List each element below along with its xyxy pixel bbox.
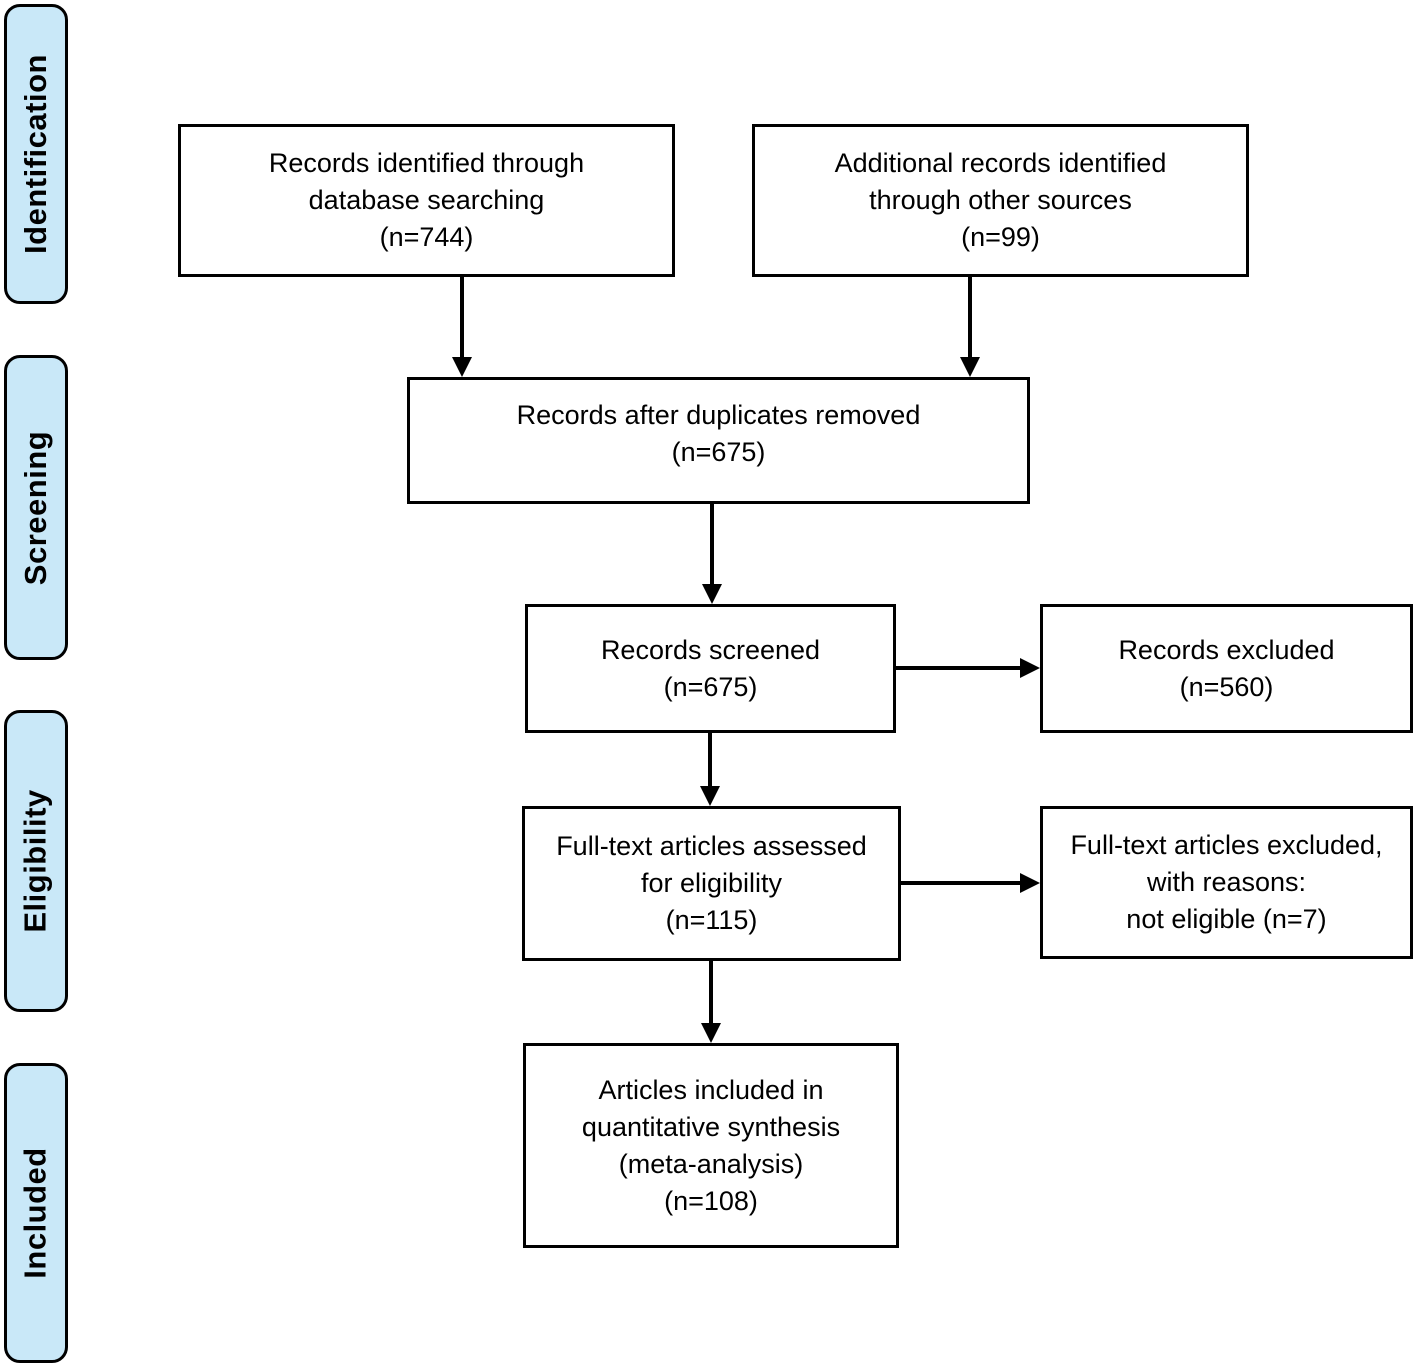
arrow-screened-to-excluded-head-icon: [1020, 658, 1040, 678]
arrow-screened-to-fulltext-head-icon: [700, 786, 720, 806]
arrow-duplicates-to-screened-head-icon: [702, 584, 722, 604]
arrow-fulltext-to-included-line: [709, 961, 713, 1025]
box-fulltext-excluded: Full-text articles excluded, with reason…: [1040, 806, 1413, 959]
arrow-fulltext-to-excluded-head-icon: [1020, 873, 1040, 893]
stage-screening: Screening: [4, 355, 68, 660]
box-records-identified: Records identified through database sear…: [178, 124, 675, 277]
box-records-screened-text: Records screened (n=675): [600, 634, 821, 702]
box-records-screened: Records screened (n=675): [525, 604, 896, 733]
box-additional-records-text: Additional records identified through ot…: [834, 148, 1167, 252]
arrow-fulltext-to-excluded-line: [901, 881, 1023, 885]
stage-screening-label: Screening: [18, 430, 54, 585]
arrow-additional-to-duplicates-line: [968, 277, 972, 359]
stage-included: Included: [4, 1063, 68, 1363]
box-duplicates-removed-text: Records after duplicates removed (n=675): [516, 399, 921, 467]
box-fulltext-assessed: Full-text articles assessed for eligibil…: [522, 806, 901, 961]
arrow-additional-to-duplicates-head-icon: [960, 357, 980, 377]
box-duplicates-removed: Records after duplicates removed (n=675): [407, 377, 1030, 504]
box-records-excluded-text: Records excluded (n=560): [1118, 634, 1335, 702]
box-fulltext-excluded-text: Full-text articles excluded, with reason…: [1070, 830, 1383, 934]
box-records-identified-text: Records identified through database sear…: [268, 148, 585, 252]
arrow-identified-to-duplicates-head-icon: [452, 357, 472, 377]
arrow-screened-to-excluded-line: [896, 666, 1023, 670]
stage-eligibility-label: Eligibility: [18, 789, 54, 933]
stage-eligibility: Eligibility: [4, 710, 68, 1012]
arrow-fulltext-to-included-head-icon: [701, 1023, 721, 1043]
arrow-duplicates-to-screened-line: [710, 504, 714, 586]
box-articles-included: Articles included in quantitative synthe…: [523, 1043, 899, 1248]
box-additional-records: Additional records identified through ot…: [752, 124, 1249, 277]
box-records-excluded: Records excluded (n=560): [1040, 604, 1413, 733]
stage-identification: Identification: [4, 4, 68, 304]
arrow-screened-to-fulltext-line: [708, 733, 712, 789]
box-articles-included-text: Articles included in quantitative synthe…: [581, 1074, 841, 1216]
stage-identification-label: Identification: [18, 54, 54, 254]
box-fulltext-assessed-text: Full-text articles assessed for eligibil…: [556, 831, 867, 935]
stage-included-label: Included: [18, 1147, 54, 1279]
arrow-identified-to-duplicates-line: [460, 277, 464, 359]
